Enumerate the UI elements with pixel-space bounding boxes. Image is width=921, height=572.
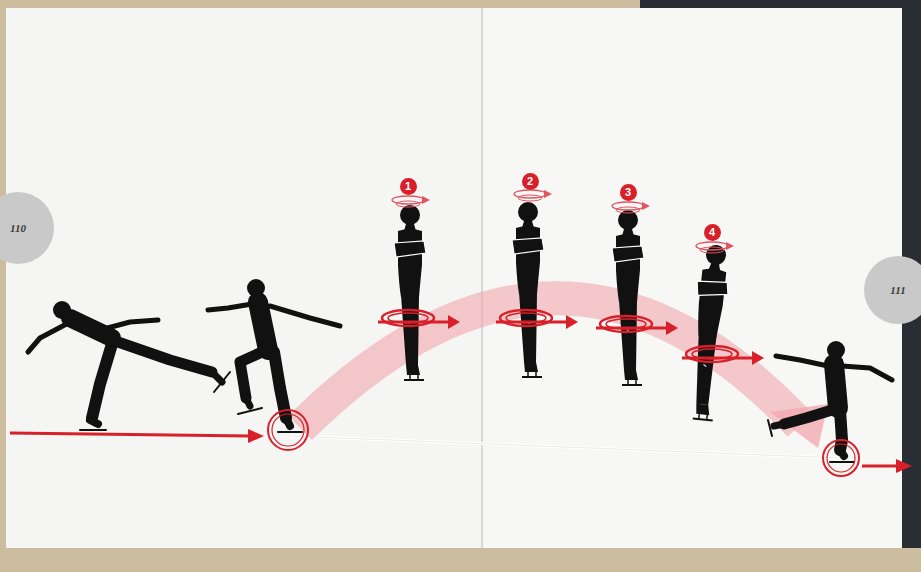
page-number: 110	[10, 223, 26, 234]
callout-digit: 4	[709, 227, 715, 238]
callout-number: 4	[704, 224, 721, 241]
callout-number: 3	[620, 184, 637, 201]
page-number: 111	[890, 285, 905, 296]
callout-number: 1	[400, 178, 417, 195]
callout-digit: 1	[405, 181, 411, 192]
callout-number: 2	[522, 173, 539, 190]
callout-digit: 2	[527, 176, 533, 187]
page-number-disc: 111	[864, 256, 921, 324]
page-number-disc: 110	[0, 192, 54, 264]
circle-outline	[0, 192, 54, 264]
callout-digit: 3	[625, 187, 631, 198]
